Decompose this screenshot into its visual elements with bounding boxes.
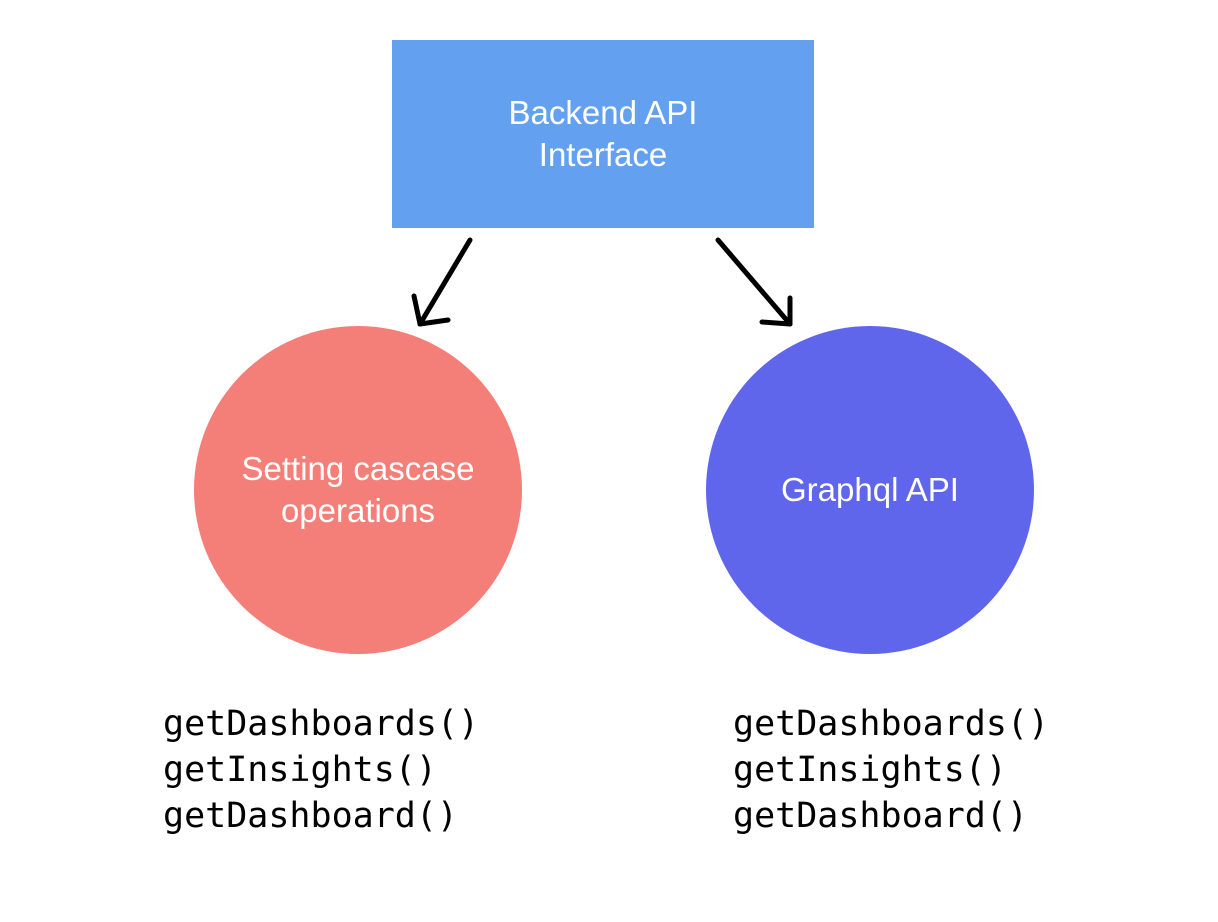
box-label-line2: Interface [538,136,668,173]
right-node-label: Graphql API [781,471,959,508]
method-item: getInsights() [733,750,1007,790]
method-item: getDashboards() [733,704,1050,744]
left-node-label-line1: Setting cascase [241,450,475,487]
setting-cascade-operations-node: Setting cascase operations [194,326,522,654]
box-label-line1: Backend API [508,94,698,131]
arrow-to-left-node [411,237,473,327]
arrow-to-right-node [715,237,793,327]
right-methods-list: getDashboards() getInsights() getDashboa… [733,701,1049,839]
method-item: getDashboards() [163,704,480,744]
method-item: getDashboard() [733,796,1029,836]
left-methods-list: getDashboards() getInsights() getDashboa… [163,701,479,839]
left-node-label-line2: operations [280,492,436,529]
method-item: getDashboard() [163,796,459,836]
backend-api-interface-box: Backend API Interface [392,40,814,228]
graphql-api-node: Graphql API [706,326,1034,654]
method-item: getInsights() [163,750,437,790]
